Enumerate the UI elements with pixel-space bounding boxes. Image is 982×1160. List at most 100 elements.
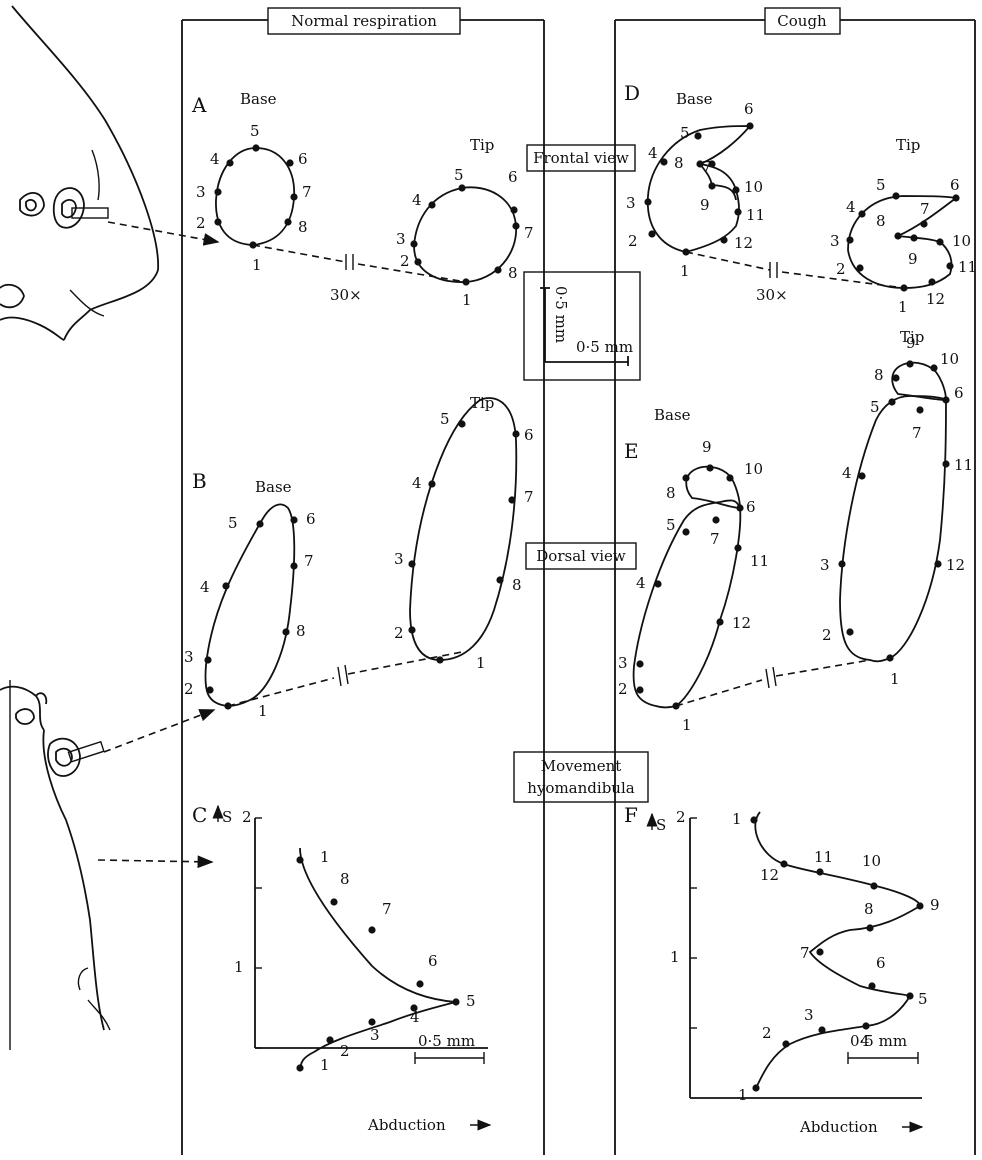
trajectory-number: 10 bbox=[952, 232, 971, 250]
trajectory-dot bbox=[720, 236, 728, 244]
svg-text:Frontal view: Frontal view bbox=[533, 149, 629, 167]
trajectory-number: 2 bbox=[762, 1024, 772, 1042]
trajectory-number: 5 bbox=[680, 124, 690, 142]
trajectory-number: 5 bbox=[918, 990, 928, 1008]
trajectory-number: 5 bbox=[454, 166, 464, 184]
trajectory-number: 7 bbox=[302, 183, 312, 201]
trajectory-dot bbox=[496, 576, 504, 584]
trajectory-dot bbox=[818, 1026, 826, 1034]
trajectory-number: 5 bbox=[666, 516, 676, 534]
trajectory-number: 4 bbox=[636, 574, 646, 592]
trajectory-dot bbox=[672, 702, 680, 710]
trajectory-dot bbox=[330, 898, 338, 906]
trajectory-number: 1 bbox=[738, 1086, 748, 1104]
trajectory-dot bbox=[326, 1036, 334, 1044]
trajectory-number: 4 bbox=[842, 464, 852, 482]
trajectory-number: 8 bbox=[864, 900, 874, 918]
trajectory-number: 12 bbox=[734, 234, 753, 252]
trajectory-number: 3 bbox=[184, 648, 194, 666]
trajectory-number: 11 bbox=[750, 552, 769, 570]
trajectory-number: 12 bbox=[732, 614, 751, 632]
trajectory-dot bbox=[696, 160, 704, 168]
trajectory-dot bbox=[224, 702, 232, 710]
trajectory-dot bbox=[746, 122, 754, 130]
trajectory-dot bbox=[920, 220, 928, 228]
trajectory-dot bbox=[750, 816, 758, 824]
scale-horizontal-label: 0·5 mm bbox=[576, 338, 633, 356]
cough-frame: Cough bbox=[614, 7, 976, 1155]
trajectory-dot bbox=[858, 210, 866, 218]
trajectory-dot bbox=[368, 1018, 376, 1026]
trajectory-dot bbox=[226, 159, 234, 167]
trajectory-number: 5 bbox=[876, 176, 886, 194]
trajectory-dot bbox=[508, 496, 516, 504]
trajectory-number: 5 bbox=[228, 514, 238, 532]
trajectory-number: 9 bbox=[908, 250, 918, 268]
svg-text:A: A bbox=[191, 93, 207, 117]
trajectory-number: 7 bbox=[710, 530, 720, 548]
svg-text:0·5 mm: 0·5 mm bbox=[418, 1032, 475, 1050]
trajectory-dot bbox=[512, 222, 520, 230]
trajectory-dot bbox=[286, 159, 294, 167]
trajectory-dot bbox=[868, 982, 876, 990]
trajectory-dot bbox=[928, 278, 936, 286]
trajectory-dot bbox=[906, 360, 914, 368]
trajectory-dot bbox=[734, 208, 742, 216]
trajectory-number: 1 bbox=[258, 702, 268, 720]
trajectory-dot bbox=[458, 184, 466, 192]
trajectory-dot bbox=[838, 560, 846, 568]
svg-text:Base: Base bbox=[255, 478, 292, 496]
trajectory-dot bbox=[284, 218, 292, 226]
trajectory-dot bbox=[942, 460, 950, 468]
trajectory-number: 9 bbox=[930, 896, 940, 914]
trajectory-number: 4 bbox=[200, 578, 210, 596]
scale-vertical-label: 0·5 mm bbox=[552, 286, 570, 343]
trajectory-dot bbox=[858, 472, 866, 480]
trajectory-number: 10 bbox=[862, 852, 881, 870]
trajectory-number: 5 bbox=[250, 122, 260, 140]
trajectory-dot bbox=[706, 464, 714, 472]
trajectory-dot bbox=[214, 218, 222, 226]
svg-text:0·5 mm: 0·5 mm bbox=[850, 1032, 907, 1050]
svg-text:2: 2 bbox=[676, 808, 686, 826]
trajectory-number: 7 bbox=[912, 424, 922, 442]
trajectory-number: 8 bbox=[296, 622, 306, 640]
panel-b: B Base Tip bbox=[192, 394, 518, 707]
trajectory-dot bbox=[910, 234, 918, 242]
trajectory-number: 7 bbox=[304, 552, 314, 570]
trajectory-number: 4 bbox=[410, 1008, 420, 1026]
svg-text:Base: Base bbox=[676, 90, 713, 108]
trajectory-dot bbox=[452, 998, 460, 1006]
svg-text:Dorsal view: Dorsal view bbox=[536, 547, 626, 565]
trajectory-dot bbox=[282, 628, 290, 636]
trajectory-dot bbox=[410, 1004, 418, 1012]
trajectory-dot bbox=[866, 924, 874, 932]
trajectory-dot bbox=[816, 948, 824, 956]
svg-text:30×: 30× bbox=[756, 286, 788, 304]
trajectory-number: 1 bbox=[476, 654, 486, 672]
trajectory-number: 2 bbox=[836, 260, 846, 278]
svg-text:Base: Base bbox=[240, 90, 277, 108]
svg-text:Abduction: Abduction bbox=[367, 1116, 446, 1134]
trajectory-dot bbox=[780, 860, 788, 868]
svg-text:Tip: Tip bbox=[470, 136, 494, 154]
trajectory-dot bbox=[660, 158, 668, 166]
trajectory-number: 4 bbox=[412, 474, 422, 492]
trajectory-number: 8 bbox=[512, 576, 522, 594]
svg-text:Base: Base bbox=[654, 406, 691, 424]
svg-text:Tip: Tip bbox=[470, 394, 494, 412]
trajectory-number: 12 bbox=[926, 290, 945, 308]
trajectory-number: 1 bbox=[890, 670, 900, 688]
trajectory-number: 6 bbox=[508, 168, 518, 186]
trajectory-dot bbox=[816, 868, 824, 876]
trajectory-dot bbox=[510, 206, 518, 214]
trajectory-dot bbox=[222, 582, 230, 590]
svg-text:E: E bbox=[624, 439, 639, 463]
trajectory-number: 6 bbox=[306, 510, 316, 528]
trajectory-dot bbox=[414, 258, 422, 266]
trajectory-dot bbox=[290, 193, 298, 201]
svg-text:Tip: Tip bbox=[896, 136, 920, 154]
trajectory-dot bbox=[408, 626, 416, 634]
trajectory-number: 1 bbox=[320, 1056, 330, 1074]
